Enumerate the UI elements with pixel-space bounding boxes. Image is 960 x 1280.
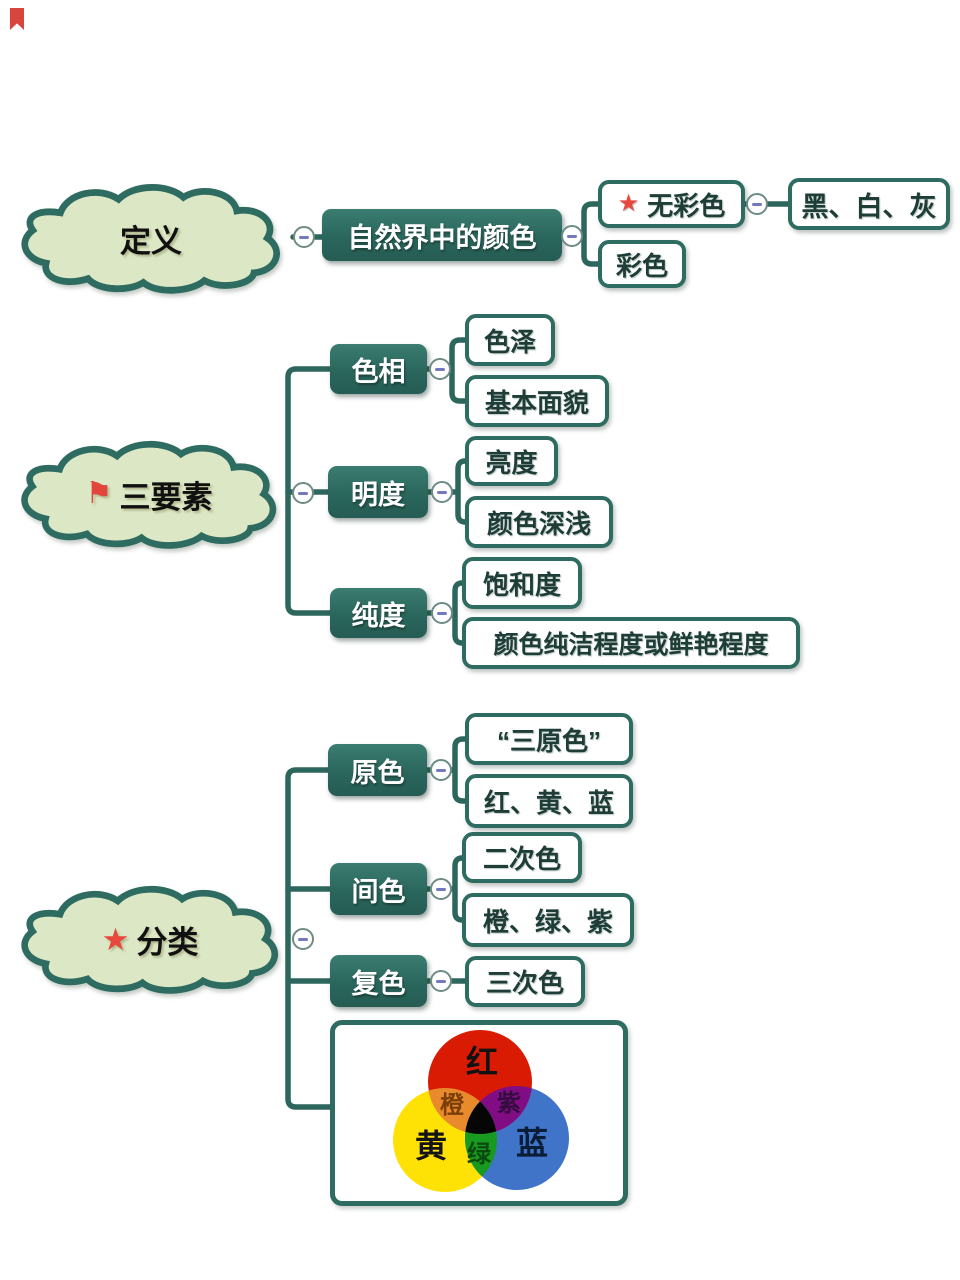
- topic-label-classification: ★ 分类: [8, 880, 292, 998]
- collapse-toggle[interactable]: [561, 225, 583, 247]
- leaf-chromatic[interactable]: 彩色: [598, 240, 686, 288]
- node-label: 纯度: [351, 600, 406, 631]
- topic-label-definition: 定义: [8, 178, 294, 298]
- node-brightness[interactable]: 明度: [328, 466, 428, 518]
- collapse-toggle[interactable]: [292, 928, 314, 950]
- leaf-three-primary[interactable]: “三原色”: [465, 713, 633, 765]
- node-nature-colors[interactable]: 自然界中的颜色: [322, 209, 562, 261]
- leaf-label: 颜色深浅: [486, 508, 591, 539]
- node-hue[interactable]: 色相: [330, 344, 427, 394]
- leaf-label: 二次色: [482, 844, 561, 874]
- leaf-red-yellow-blue[interactable]: 红、黄、蓝: [465, 774, 633, 828]
- leaf-purity-description[interactable]: 颜色纯洁程度或鲜艳程度: [462, 617, 800, 669]
- leaf-label: 黑、白、灰: [801, 191, 937, 222]
- node-label: 自然界中的颜色: [347, 222, 537, 253]
- venn-blue-label: 蓝: [516, 1125, 548, 1161]
- leaf-tertiary-alias[interactable]: 三次色: [465, 956, 585, 1007]
- topic-text: 定义: [120, 223, 182, 259]
- node-tertiary[interactable]: 复色: [330, 955, 427, 1007]
- topic-label-elements: ⚑ 三要素: [8, 435, 290, 553]
- venn-yellow-label: 黄: [415, 1128, 447, 1164]
- leaf-label: 亮度: [485, 447, 538, 478]
- node-label: 间色: [351, 876, 406, 907]
- venn-red-label: 红: [466, 1044, 498, 1080]
- leaf-label: 红、黄、蓝: [483, 787, 614, 818]
- color-wheel-image-node[interactable]: 红 橙 紫 黄 蓝 绿: [330, 1020, 628, 1206]
- leaf-achromatic[interactable]: ★ 无彩色: [598, 180, 745, 228]
- node-secondary[interactable]: 间色: [330, 863, 427, 915]
- star-icon: ★: [101, 921, 130, 957]
- venn-orange-label: 橙: [440, 1092, 465, 1119]
- leaf-label: 颜色纯洁程度或鲜艳程度: [493, 631, 769, 659]
- leaf-label: “三原色”: [496, 725, 601, 756]
- bookmark-icon: [10, 8, 24, 30]
- leaf-label: 饱和度: [482, 569, 561, 600]
- collapse-toggle[interactable]: [430, 759, 452, 781]
- leaf-saturation[interactable]: 饱和度: [462, 557, 582, 609]
- collapse-toggle[interactable]: [429, 358, 451, 380]
- collapse-toggle[interactable]: [293, 226, 315, 248]
- collapse-toggle[interactable]: [746, 193, 768, 215]
- collapse-toggle[interactable]: [430, 970, 452, 992]
- venn-green-label: 绿: [467, 1140, 492, 1168]
- collapse-toggle[interactable]: [430, 878, 452, 900]
- connector: [581, 201, 601, 267]
- topic-text: 分类: [136, 924, 199, 960]
- leaf-label: 彩色: [615, 250, 668, 281]
- leaf-label: 三次色: [485, 968, 564, 998]
- node-label: 明度: [351, 479, 405, 510]
- node-purity[interactable]: 纯度: [330, 588, 427, 638]
- flag-icon: ⚑: [85, 477, 113, 510]
- node-label: 色相: [351, 356, 406, 387]
- collapse-toggle[interactable]: [431, 481, 453, 503]
- topic-text: 三要素: [119, 479, 213, 515]
- leaf-secondary-alias[interactable]: 二次色: [462, 832, 582, 883]
- leaf-luster[interactable]: 色泽: [465, 314, 555, 366]
- collapse-toggle[interactable]: [431, 602, 453, 624]
- node-primary[interactable]: 原色: [328, 744, 427, 796]
- leaf-color-depth[interactable]: 颜色深浅: [465, 496, 613, 548]
- leaf-label: 无彩色: [647, 190, 726, 221]
- connector: [285, 767, 335, 1110]
- leaf-label: 橙、绿、紫: [482, 906, 613, 937]
- venn-purple-label: 紫: [497, 1090, 521, 1117]
- star-icon: ★: [617, 190, 640, 217]
- leaf-label: 色泽: [483, 326, 536, 357]
- node-label: 原色: [350, 757, 405, 788]
- leaf-basic-appearance[interactable]: 基本面貌: [465, 375, 609, 427]
- leaf-luminance[interactable]: 亮度: [465, 436, 558, 486]
- leaf-black-white-gray[interactable]: 黑、白、灰: [788, 178, 950, 230]
- leaf-orange-green-purple[interactable]: 橙、绿、紫: [462, 893, 634, 947]
- color-mixing-venn: 红 橙 紫 黄 蓝 绿: [393, 1030, 569, 1192]
- collapse-toggle[interactable]: [292, 482, 314, 504]
- leaf-label: 基本面貌: [484, 387, 589, 418]
- node-label: 复色: [351, 968, 406, 999]
- venn-purple-lens: [465, 1086, 532, 1134]
